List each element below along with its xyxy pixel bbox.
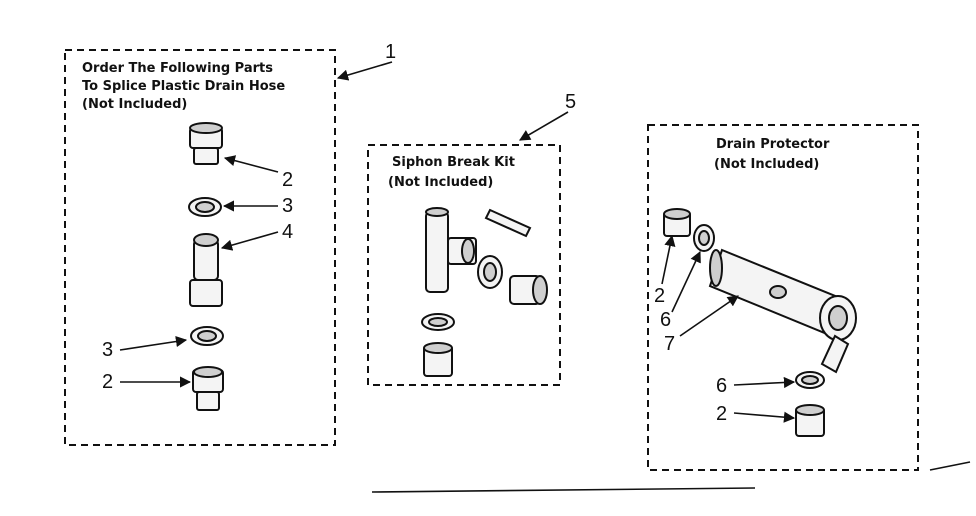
kit-7-coupling-bottom	[795, 404, 825, 437]
scan-mark-artifact	[929, 461, 971, 471]
kit-7-title-line-1: Drain Protector	[716, 137, 830, 152]
kit-1-leader-coupling-top	[223, 155, 279, 173]
kit-5-cap	[509, 275, 548, 305]
kit-7-leader-coupling-bottom	[733, 411, 796, 423]
kit-7-label-body: 7	[664, 333, 675, 355]
kit-5-ring	[477, 255, 503, 289]
kit-1-title-line-2: To Splice Plastic Drain Hose	[82, 79, 285, 94]
kit-1-group: 1 Order The Following Parts To Splice Pl…	[64, 41, 396, 446]
kit-7-coupling-left	[663, 208, 691, 237]
kit-5-title-line-2: (Not Included)	[388, 175, 493, 190]
kit-7-dashed-box	[647, 124, 919, 471]
kit-5-pin	[484, 208, 532, 238]
kit-7-leader-ring-bottom	[733, 376, 796, 389]
kit-7-leader-body	[679, 295, 739, 337]
kit-7-leader-coupling-left	[661, 234, 676, 285]
kit-1-clamp-top	[188, 197, 222, 217]
kit-7-ring-bottom	[795, 371, 825, 389]
kit-5-callout-arrow	[519, 111, 569, 141]
kit-7-title-line-2: (Not Included)	[714, 157, 819, 172]
kit-5-tee-fitting	[425, 207, 477, 293]
kit-7-label-coupling-bottom: 2	[716, 403, 727, 425]
kit-1-label-clamp-bottom: 3	[102, 339, 113, 361]
kit-1-title-line-3: (Not Included)	[82, 97, 187, 112]
kit-7-ring-left	[693, 224, 715, 252]
kit-7-group: Drain Protector (Not Included) 2	[647, 124, 919, 471]
kit-1-label-coupling-bottom: 2	[102, 371, 113, 393]
kit-5-callout-number: 5	[565, 91, 576, 113]
kit-1-callout-arrow	[336, 61, 393, 81]
kit-1-callout-number: 1	[385, 41, 396, 63]
kit-7-label-coupling-left: 2	[654, 285, 665, 307]
kit-1-clamp-bottom	[190, 326, 224, 346]
kit-1-title-line-1: Order The Following Parts	[82, 61, 273, 76]
kit-1-connector-tube	[189, 233, 223, 307]
kit-1-leader-clamp-bottom	[119, 335, 188, 351]
kit-5-title-line-1: Siphon Break Kit	[392, 155, 515, 170]
kit-1-label-connector: 4	[282, 221, 293, 243]
kit-7-label-ring-bottom: 6	[716, 375, 727, 397]
kit-5-group: 5 Siphon Break Kit (Not Included)	[367, 91, 576, 386]
kit-1-coupling-top	[189, 122, 223, 165]
kit-1-label-coupling-top: 2	[282, 169, 293, 191]
kit-7-protector-body	[708, 248, 857, 374]
kit-7-label-ring-left: 6	[660, 309, 671, 331]
kit-1-leader-connector	[220, 231, 279, 251]
kit-1-label-clamp-top: 3	[282, 195, 293, 217]
kit-5-dashed-box	[367, 144, 561, 386]
scan-line-artifact	[371, 487, 756, 493]
kit-7-leader-ring-left	[671, 250, 701, 313]
kit-1-coupling-bottom	[192, 366, 224, 411]
kit-1-dashed-box	[64, 49, 336, 446]
kit-5-lower-ring	[421, 313, 455, 331]
kit-5-lower-coupling	[423, 342, 453, 377]
